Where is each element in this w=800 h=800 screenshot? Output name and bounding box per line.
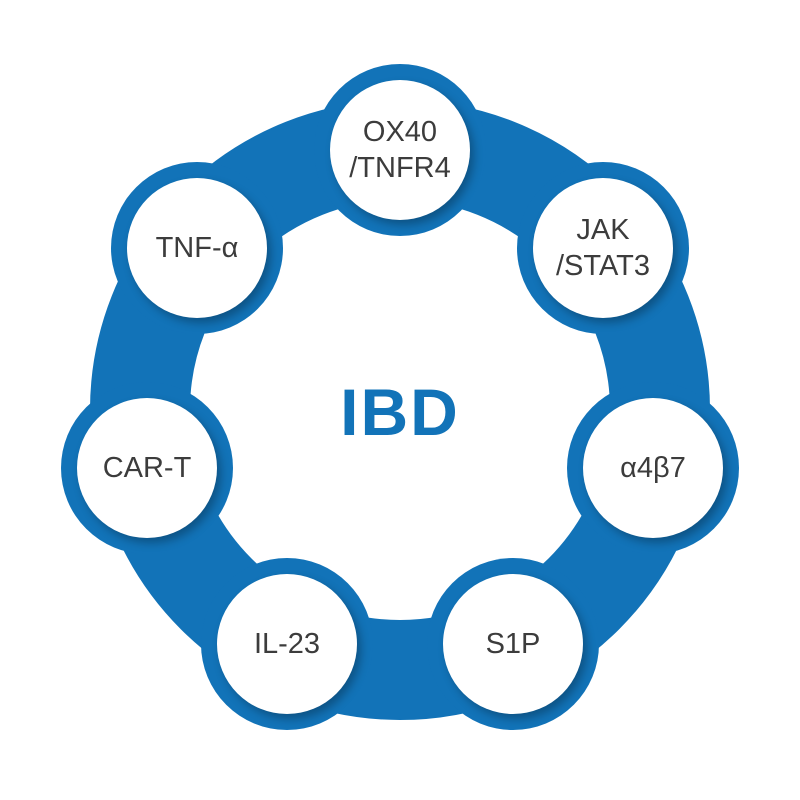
node-tnf-alpha: TNF-α: [127, 178, 267, 318]
node-car-t: CAR-T: [77, 398, 217, 538]
node-il-23: IL-23: [217, 574, 357, 714]
node-label: S1P: [485, 627, 541, 660]
node-label: α4β7: [620, 451, 686, 484]
node-s1p: S1P: [443, 574, 583, 714]
node-ox40-tnfr4: OX40 /TNFR4: [330, 80, 470, 220]
node-label: CAR-T: [102, 451, 192, 484]
node-jak-stat3: JAK /STAT3: [533, 178, 673, 318]
node-label: JAK /STAT3: [556, 213, 650, 282]
node-a4b7: α4β7: [583, 398, 723, 538]
node-label: TNF-α: [155, 231, 239, 264]
center-label: IBD: [340, 375, 460, 449]
node-label: IL-23: [253, 627, 321, 660]
node-label: OX40 /TNFR4: [349, 115, 451, 184]
